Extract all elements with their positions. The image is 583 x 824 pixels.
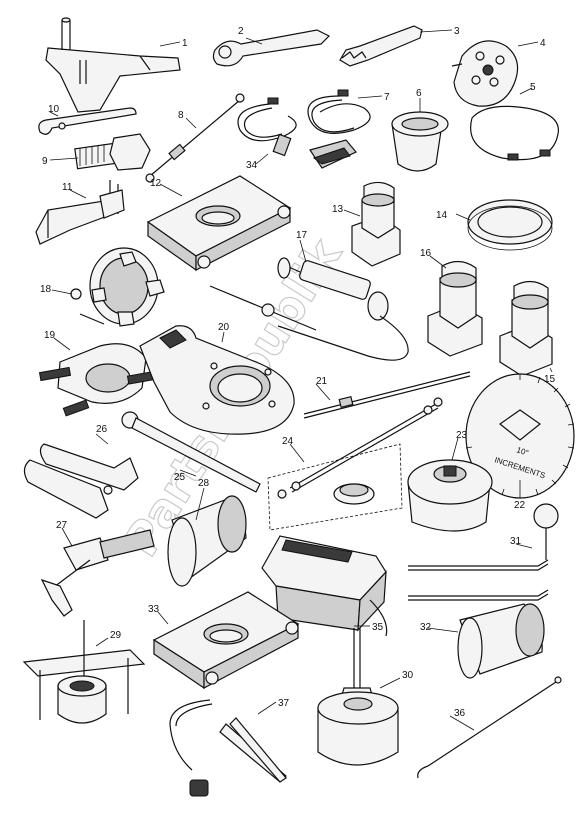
tool-6-cup <box>391 111 449 172</box>
leader-lines <box>49 29 553 731</box>
tool-34-cable <box>237 97 297 157</box>
tool-11-bracket <box>35 180 125 245</box>
tool-15-insert <box>499 280 553 377</box>
tool-24-threaded-rod <box>277 397 443 505</box>
callout-20: 20 <box>218 322 230 333</box>
callout-11: 11 <box>62 182 73 193</box>
tool-5-cable <box>470 105 559 161</box>
callout-5: 5 <box>530 82 536 93</box>
tool-19-bearing-splitter <box>38 343 154 417</box>
tool-35-electronic-unit <box>261 535 388 637</box>
callout-33: 33 <box>148 604 160 615</box>
tool-1-stand-bracket <box>45 17 181 113</box>
callout-29: 29 <box>110 630 122 641</box>
callout-22: 22 <box>514 500 526 511</box>
tool-29-puller <box>22 620 146 724</box>
tool-37-clamp-pliers <box>169 699 287 797</box>
tool-30-press-cup <box>317 628 399 766</box>
callout-9: 9 <box>42 156 48 167</box>
callout-12: 12 <box>150 178 162 189</box>
callout-34: 34 <box>246 160 258 171</box>
callout-36: 36 <box>454 708 466 719</box>
callout-8: 8 <box>178 110 184 121</box>
callout-35: 35 <box>372 622 384 633</box>
tool-22-degree-dial: 10° INCREMENTS <box>465 373 575 499</box>
tool-4-flange <box>451 40 519 107</box>
tool-17-syringe <box>209 257 409 361</box>
tool-31-hoses <box>408 503 559 601</box>
callout-17: 17 <box>296 230 308 241</box>
callout-23: 23 <box>456 430 468 441</box>
callout-16: 16 <box>420 248 432 259</box>
tool-12-plate <box>146 175 292 272</box>
tool-16-insert <box>427 260 483 357</box>
tool-23-filter-cap <box>407 459 493 532</box>
tool-3-lever <box>339 25 423 67</box>
callout-10: 10 <box>48 104 60 115</box>
tool-20-flange-plate <box>139 325 295 435</box>
tool-25-hook-wrench <box>121 411 261 493</box>
callout-3: 3 <box>454 26 460 37</box>
tool-26-c-spanners <box>23 443 139 519</box>
callout-30: 30 <box>402 670 414 681</box>
tool-10-small-spanner <box>38 107 137 135</box>
callout-27: 27 <box>56 520 68 531</box>
tool-18-hub-puller <box>70 247 165 327</box>
callout-numbers: 1 2 3 4 5 6 7 8 9 10 11 12 13 14 15 16 1… <box>40 26 556 719</box>
tool-36-pick <box>417 676 562 779</box>
callout-15: 15 <box>544 374 556 385</box>
callout-31: 31 <box>510 536 522 547</box>
tool-33-plate <box>152 591 300 690</box>
callout-32: 32 <box>420 622 432 633</box>
tool-13-insert <box>351 181 401 267</box>
callout-1: 1 <box>182 38 188 49</box>
tool-27-slide-hammer <box>40 529 155 617</box>
callout-21: 21 <box>316 376 328 387</box>
callout-37: 37 <box>278 698 290 709</box>
callout-7: 7 <box>384 92 390 103</box>
tool-14-ring-gear <box>467 199 553 251</box>
callout-26: 26 <box>96 424 108 435</box>
tool-2-c-spanner <box>212 29 331 67</box>
callout-14: 14 <box>436 210 448 221</box>
callout-28: 28 <box>198 478 210 489</box>
callout-24: 24 <box>282 436 294 447</box>
tool-32-sleeve <box>457 603 545 679</box>
tool-28-sleeve <box>167 495 247 587</box>
tool-7-diagnostic-cable <box>307 89 371 169</box>
callout-2: 2 <box>238 26 244 37</box>
callout-4: 4 <box>540 38 546 49</box>
callout-18: 18 <box>40 284 52 295</box>
tool-21-rod <box>303 371 471 419</box>
callout-13: 13 <box>332 204 344 215</box>
callout-19: 19 <box>44 330 56 341</box>
callout-6: 6 <box>416 88 422 99</box>
callout-25: 25 <box>174 472 186 483</box>
tool-9-bolt <box>74 133 151 171</box>
tool-8-rod <box>145 93 245 183</box>
dial-degrees-label: 10° <box>515 445 529 457</box>
tool-24-dashed-box <box>267 443 403 531</box>
